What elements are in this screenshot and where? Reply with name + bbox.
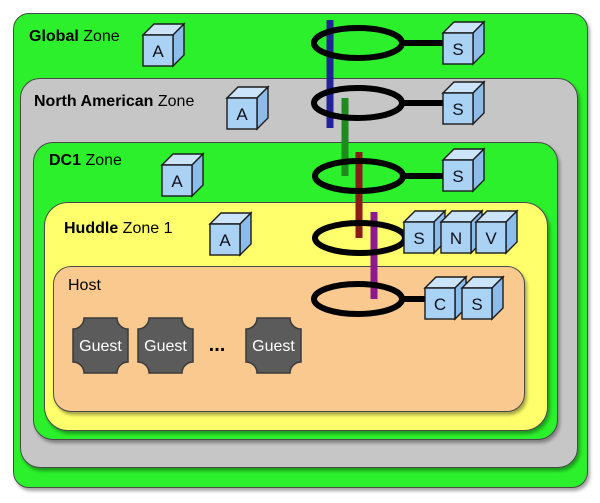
global-zone-label: Global Zone	[29, 28, 120, 46]
host-s-cube: S	[460, 275, 505, 321]
guest-shape	[72, 317, 129, 374]
huddle-zone-label: Huddle Zone 1	[64, 220, 172, 238]
host-zone-ring	[311, 281, 405, 317]
cube-front-face	[161, 164, 193, 197]
huddle-a-cube: A	[208, 211, 253, 257]
cube-letter: S	[452, 100, 463, 119]
dc1-a-cube: A	[160, 152, 205, 198]
cube-front-face	[475, 221, 507, 254]
cube-letter: S	[413, 229, 424, 248]
cube-front-face	[440, 221, 472, 254]
huddle-s-cube: S	[402, 209, 447, 255]
dc1-zone-label: DC1 Zone	[49, 152, 122, 170]
cube-front-face	[142, 34, 174, 67]
north-american-zone-ring	[311, 85, 405, 121]
dc1-s-cube: S	[441, 147, 486, 193]
cube-letter: A	[219, 231, 231, 250]
na-s-cube: S	[441, 80, 486, 126]
guest-shape	[137, 317, 194, 374]
guest-shape	[245, 317, 302, 374]
north-american-zone-label: North American Zone	[34, 93, 194, 111]
guest-box: Guest	[245, 317, 302, 374]
guest-box: Guest	[72, 317, 129, 374]
huddle-n-cube: N	[439, 209, 484, 255]
cube-letter: S	[452, 40, 463, 59]
na-a-cube: A	[225, 85, 270, 131]
global-s-cube: S	[441, 20, 486, 66]
cube-letter: A	[152, 42, 164, 61]
cube-letter: A	[171, 172, 183, 191]
guest-label: Guest	[252, 338, 295, 355]
north-american-zone-label-bold: North American	[34, 93, 154, 110]
dc1-zone-label-bold: DC1	[49, 152, 82, 169]
global-zone-label-rest: Zone	[78, 28, 120, 45]
cube-front-face	[403, 221, 435, 254]
global-zone-ring	[311, 25, 405, 61]
cube-front-face	[226, 97, 258, 130]
cube-front-face	[442, 92, 474, 125]
cube-front-face	[442, 32, 474, 65]
global-a-cube: A	[141, 22, 186, 68]
cube-front-face	[461, 287, 493, 320]
guest-label: Guest	[79, 338, 122, 355]
cube-front-face	[209, 223, 241, 256]
global-zone-label-bold: Global	[29, 28, 79, 45]
cube-front-face	[424, 287, 456, 320]
cube-letter: S	[452, 167, 463, 186]
guest-box: Guest	[137, 317, 194, 374]
cube-letter: A	[236, 105, 248, 124]
guest-label: Guest	[144, 338, 187, 355]
guest-ellipsis: ...	[208, 334, 226, 356]
cube-letter: S	[471, 295, 482, 314]
dc1-zone-ring	[312, 158, 406, 194]
huddle-zone-label-bold: Huddle	[64, 220, 119, 237]
cube-letter: V	[485, 229, 497, 248]
north-american-zone-label-rest: Zone	[153, 93, 195, 110]
huddle-zone-label-rest: Zone 1	[118, 220, 173, 237]
cube-letter: N	[450, 229, 462, 248]
host-zone-label: Host	[68, 277, 101, 294]
cube-letter: C	[434, 295, 446, 314]
cube-front-face	[442, 159, 474, 192]
huddle-v-cube: V	[474, 209, 519, 255]
dc1-zone-label-rest: Zone	[81, 152, 122, 169]
